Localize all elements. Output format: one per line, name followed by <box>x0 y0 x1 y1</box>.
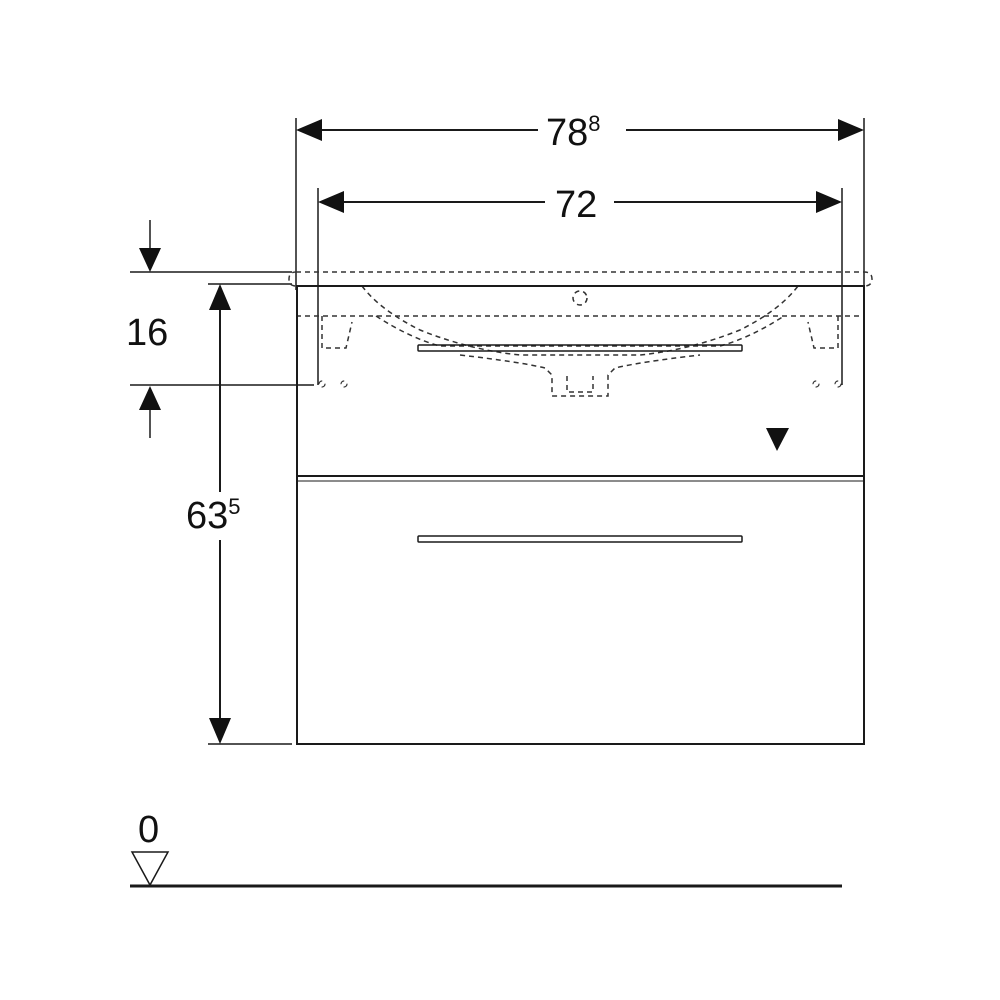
cabinet-height-dimension: 635 <box>186 283 292 745</box>
basin-drain <box>459 354 701 397</box>
arrowhead-left <box>318 191 344 213</box>
floor-level-label: 0 <box>138 809 159 851</box>
opening-direction-icon <box>766 428 789 451</box>
basin-support-left <box>321 316 353 349</box>
fixing-point <box>812 380 820 388</box>
arrow-up-icon <box>139 386 161 410</box>
overall-width-dimension: 788 <box>295 111 865 290</box>
basin-rim <box>288 271 873 287</box>
cabinet-height-label: 635 <box>186 494 241 537</box>
bottom-drawer-handle <box>417 535 743 543</box>
basin-bowl-inner <box>375 315 785 347</box>
tap-hole <box>572 290 588 306</box>
overall-width-label: 788 <box>546 111 601 154</box>
fixing-point <box>318 380 326 388</box>
basin-bowl-outer <box>361 285 799 356</box>
drain-outlet <box>566 376 594 393</box>
basin-height-label: 16 <box>126 312 168 354</box>
washbasin-outline <box>288 271 873 397</box>
top-drawer-handle <box>417 344 743 352</box>
basin-support-right <box>807 316 839 349</box>
basin-width-label: 72 <box>555 184 597 226</box>
basin-height-dimension: 16 <box>126 220 314 438</box>
arrowhead-down <box>209 718 231 744</box>
cabinet-body <box>296 285 865 745</box>
arrow-down-icon <box>139 248 161 272</box>
fixing-point <box>340 380 348 388</box>
fixing-point <box>834 380 842 388</box>
floor-level: 0 <box>130 809 842 888</box>
level-marker-icon <box>130 851 170 887</box>
arrowhead-left <box>296 119 322 141</box>
arrowhead-right <box>838 119 864 141</box>
vanity-cabinet <box>296 285 865 745</box>
arrowhead-right <box>816 191 842 213</box>
arrowhead-up <box>209 284 231 310</box>
